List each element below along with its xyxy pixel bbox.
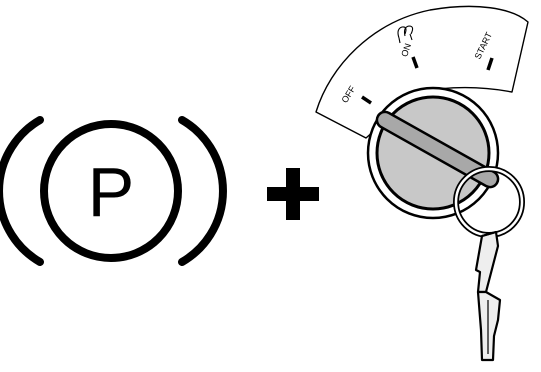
parking-brake-icon: P xyxy=(0,120,223,262)
parking-brake-letter: P xyxy=(88,153,135,231)
key-icon xyxy=(476,232,500,360)
brake-left-bracket xyxy=(0,120,40,262)
ignition-switch-icon: OFF ON START xyxy=(316,6,528,360)
brake-right-bracket xyxy=(182,120,223,262)
plus-icon xyxy=(267,168,319,220)
